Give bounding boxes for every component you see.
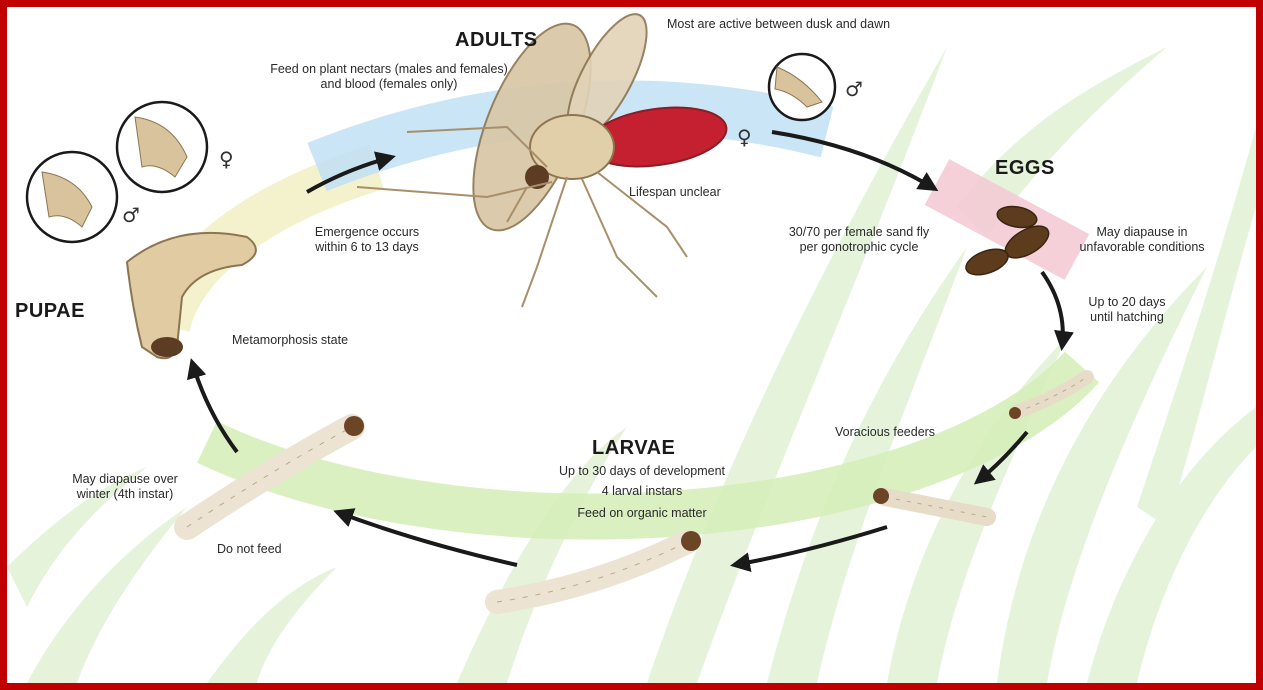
adults-activity: Most are active between dusk and dawn [667, 17, 890, 32]
larvae-title: LARVAE [592, 437, 675, 460]
adults-feed-line2: and blood (females only) [219, 77, 559, 92]
eggs-hatch-line1: Up to 20 days [1057, 295, 1197, 310]
adults-title: ADULTS [455, 29, 538, 52]
larvae-development: Up to 30 days of development [512, 464, 772, 479]
pupa-male-symbol: ♂ [122, 203, 140, 227]
larvae-no-feed: Do not feed [217, 542, 282, 557]
pupae-emergence-line1: Emergence occurs [277, 225, 457, 240]
pupa-female-inset [117, 102, 207, 192]
eggs-hatch-line2: until hatching [1057, 310, 1197, 325]
pupa-male-inset [27, 152, 117, 242]
pupae-title: PUPAE [15, 300, 85, 323]
eggs-diapause-line1: May diapause in [1057, 225, 1227, 240]
eggs-diapause-line2: unfavorable conditions [1057, 240, 1227, 255]
adult-female-symbol: ♀ [737, 125, 752, 149]
pupa-female-symbol: ♀ [219, 147, 234, 171]
adults-lifespan: Lifespan unclear [629, 185, 721, 200]
larvae-voracious: Voracious feeders [835, 425, 935, 440]
adults-feed-line1: Feed on plant nectars (males and females… [219, 62, 559, 77]
eggs-title: EGGS [995, 157, 1055, 180]
pupae-metamorphosis: Metamorphosis state [232, 333, 348, 348]
larvae-instars: 4 larval instars [512, 484, 772, 499]
adult-male-symbol: ♂ [845, 77, 863, 101]
larvae-diapause-line2: winter (4th instar) [35, 487, 215, 502]
larvae-diapause-line1: May diapause over [35, 472, 215, 487]
eggs-count-line2: per gonotrophic cycle [759, 240, 959, 255]
larvae-feed: Feed on organic matter [512, 506, 772, 521]
adult-male-genitalia-inset [769, 54, 835, 120]
diagram-artwork [7, 7, 1256, 683]
pupae-emergence-line2: within 6 to 13 days [277, 240, 457, 255]
eggs-count-line1: 30/70 per female sand fly [759, 225, 959, 240]
